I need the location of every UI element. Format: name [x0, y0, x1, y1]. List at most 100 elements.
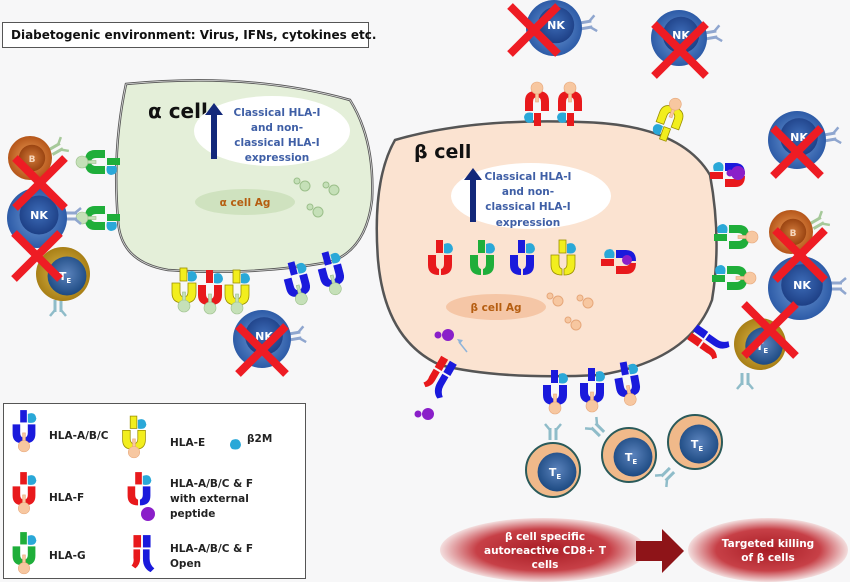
- nk-cell: NK: [233, 310, 307, 377]
- hla-abc-molecule: [510, 240, 535, 275]
- beta-note-line-2: and non-: [502, 186, 554, 198]
- receptor-icon: [830, 277, 847, 295]
- nk-cell: NK: [507, 0, 598, 57]
- hla-abc-molecule: [580, 368, 605, 413]
- cross-icon: [235, 323, 289, 377]
- flow-arrow-icon: [636, 529, 684, 573]
- alpha-cell: α cell Classical HLA-I and non- classica…: [114, 79, 374, 274]
- legend-label-hla-e: HLA-E: [170, 437, 206, 449]
- legend-line: peptide: [170, 508, 216, 520]
- beta-note-line-4: expression: [496, 217, 561, 229]
- cross-icon: [741, 301, 799, 359]
- legend-label-hla-f: HLA-F: [49, 492, 85, 504]
- hla-e-molecule: [224, 269, 250, 315]
- hla-f-molecule: [524, 81, 549, 126]
- flow-step1: β cell specific autoreactive CD8+ T cell…: [470, 527, 620, 575]
- legend-label-b2m: β2M: [247, 433, 273, 445]
- alpha-note-line-1: Classical HLA-I: [234, 107, 321, 119]
- up-arrow-icon: [205, 103, 223, 159]
- hla-g-icon: [12, 532, 37, 575]
- hla-e-icon: [122, 415, 147, 459]
- beta-cell-title: β cell: [414, 141, 471, 163]
- hla-f-molecule: [557, 81, 582, 126]
- receptor-icon: [736, 373, 754, 390]
- hla-e-molecule: [652, 97, 684, 142]
- up-arrow-icon: [464, 168, 482, 222]
- receptor-icon: [65, 207, 82, 225]
- cross-icon: [772, 227, 828, 283]
- receptor-icon: [584, 416, 606, 438]
- hla-open-molecule: [687, 324, 730, 360]
- hla-abc-molecule: [614, 361, 641, 406]
- hla-e-molecule: [550, 239, 576, 276]
- beta-note-line-3: classical HLA-I: [485, 201, 570, 213]
- nk-label: NK: [793, 279, 811, 292]
- b2m-icon: [230, 439, 241, 450]
- hla-g-molecule: [470, 240, 495, 275]
- alpha-note-line-4: expression: [245, 152, 310, 164]
- receptor-icon: [809, 210, 831, 230]
- alpha-note-line-2: and non-: [251, 122, 303, 134]
- flow-step2-line: of β cells: [741, 552, 795, 564]
- hla-abc-icon: [12, 410, 37, 453]
- alpha-antigen-area: [195, 189, 295, 215]
- legend-line: with external: [170, 493, 249, 505]
- alpha-expression-bubble: [194, 96, 350, 166]
- cross-icon: [12, 155, 68, 211]
- hla-f-molecule: [428, 240, 453, 275]
- beta-expression-note: Classical HLA-I and non- classical HLA-I…: [485, 171, 572, 229]
- flow-step2-shape: [688, 518, 848, 582]
- alpha-expression-note: Classical HLA-I and non- classical HLA-I…: [234, 107, 321, 164]
- beta-note-line-1: Classical HLA-I: [485, 171, 572, 183]
- legend-label-hla-g: HLA-G: [49, 550, 86, 562]
- flow-step2: Targeted killing of β cells: [700, 527, 836, 575]
- legend-label-hla-abc: HLA-A/B/C: [49, 430, 109, 442]
- legend: HLA-A/B/C HLA-E β2M HLA-F HLA-A/B/C & F …: [3, 403, 306, 579]
- hla-e-molecule: [171, 267, 197, 313]
- beta-antigen-label: β cell Ag: [470, 302, 521, 314]
- b-label: B: [29, 155, 36, 165]
- te-cell: TE: [525, 423, 581, 498]
- legend-label-hla-open: HLA-A/B/C & F Open: [170, 542, 253, 572]
- te-cell: TE: [654, 414, 723, 488]
- beta-expression-bubble: [451, 163, 611, 229]
- cross-icon: [11, 230, 63, 282]
- hla-abc-molecule: [317, 251, 345, 296]
- flow-step1-line: cells: [531, 559, 559, 571]
- nk-cell: NK: [768, 111, 842, 179]
- nk-cell: NK: [651, 10, 723, 79]
- te-cell: TE: [36, 247, 90, 317]
- beta-antigen-peptides: [546, 292, 594, 331]
- hla-g-molecule: [75, 206, 120, 231]
- legend-line: HLA-A/B/C & F: [170, 478, 254, 490]
- cross-icon: [651, 21, 709, 79]
- hla-g-molecule: [714, 224, 759, 249]
- beta-cell: β cell Classical HLA-I and non- classica…: [375, 120, 718, 378]
- te-cell: TE: [584, 416, 657, 483]
- receptor-icon: [544, 423, 562, 440]
- hla-molecules: [75, 81, 759, 420]
- alpha-cell-title: α cell: [148, 99, 208, 123]
- cross-icon: [770, 125, 824, 179]
- flow-graphics: [440, 518, 848, 582]
- flow-step2-line: Targeted killing: [721, 538, 815, 550]
- hla-external-peptide-icon: [127, 472, 152, 506]
- flow-step1-line: β cell specific: [504, 531, 586, 543]
- hla-g-molecule: [75, 150, 120, 175]
- cross-icon: [507, 3, 561, 57]
- hla-f-icon: [12, 472, 37, 515]
- beta-antigen-area: [446, 294, 546, 320]
- hla-g-molecule: [712, 265, 757, 290]
- alpha-antigen-peptides: [293, 177, 340, 218]
- legend-line: HLA-A/B/C & F: [170, 543, 254, 555]
- environment-label: Diabetogenic environment: Virus, IFNs, c…: [2, 22, 376, 48]
- hla-abc-molecule: [543, 370, 568, 415]
- receptor-icon: [48, 136, 70, 156]
- flow-step1-shape: [440, 518, 646, 582]
- legend-label-hla-external-peptide: HLA-A/B/C & F with external peptide: [170, 477, 253, 522]
- hla-open-molecule: [423, 355, 457, 399]
- legend-icons: [12, 410, 241, 575]
- flow-step1-line: autoreactive CD8+ T: [484, 545, 606, 557]
